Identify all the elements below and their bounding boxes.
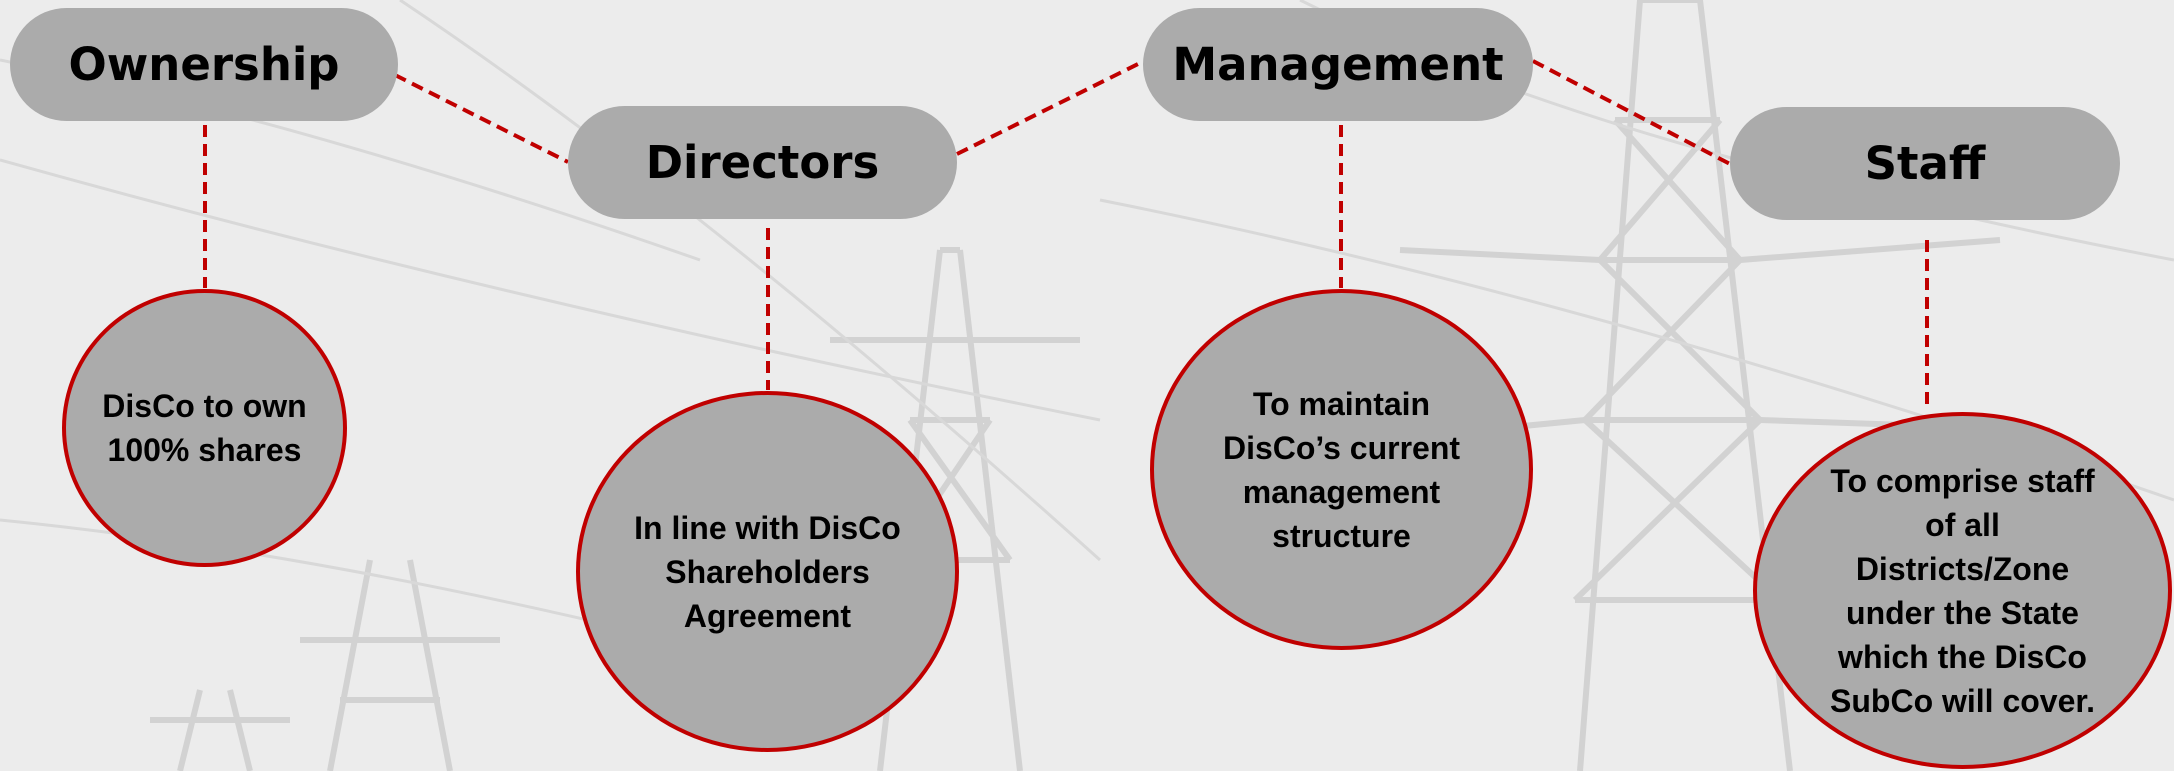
ownership-node: Ownership: [10, 8, 398, 121]
management-description-circle: To maintain DisCo’s current management s…: [1150, 289, 1533, 650]
staff-label: Staff: [1864, 137, 1986, 190]
directors-description: In line with DisCo Shareholders Agreemen…: [634, 509, 901, 634]
staff-description: To comprise staff of all Districts/Zone …: [1830, 462, 2095, 719]
directors-label: Directors: [645, 136, 880, 189]
connector-directors-management: [956, 61, 1141, 156]
directors-node: Directors: [568, 106, 957, 219]
ownership-description-circle: DisCo to own 100% shares: [62, 289, 347, 567]
staff-node: Staff: [1730, 107, 2120, 220]
management-label: Management: [1172, 38, 1504, 91]
ownership-description: DisCo to own 100% shares: [102, 388, 307, 468]
staff-description-circle: To comprise staff of all Districts/Zone …: [1753, 412, 2172, 769]
management-node: Management: [1143, 8, 1533, 121]
connector-management-staff: [1532, 59, 1731, 166]
management-description: To maintain DisCo’s current management s…: [1222, 385, 1461, 554]
directors-description-circle: In line with DisCo Shareholders Agreemen…: [576, 391, 959, 752]
ownership-label: Ownership: [68, 38, 340, 91]
connector-ownership-directors: [394, 73, 569, 164]
